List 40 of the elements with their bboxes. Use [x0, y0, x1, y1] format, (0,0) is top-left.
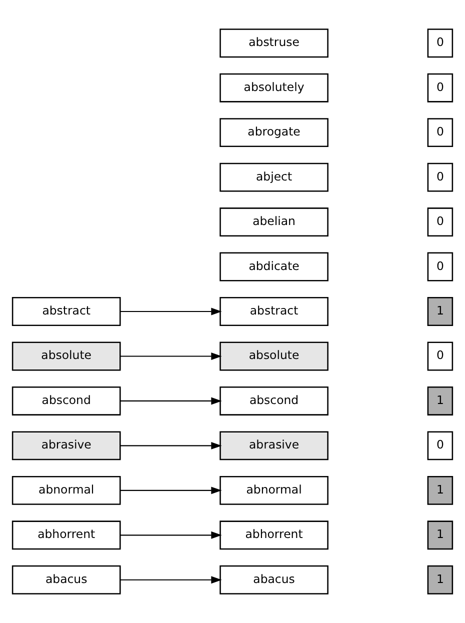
- node-box: abrasive: [12, 431, 121, 460]
- node-box: abrogate: [220, 118, 328, 148]
- node-box: absolute: [220, 342, 328, 371]
- node-box: 1: [427, 297, 454, 326]
- arrow: [120, 352, 222, 360]
- node-box: 1: [427, 386, 454, 416]
- node-box: abscond: [220, 386, 328, 416]
- node-box: abstruse: [220, 28, 328, 58]
- node-box: abrasive: [220, 431, 328, 460]
- arrow: [120, 486, 222, 494]
- node-box: abhorrent: [220, 520, 328, 550]
- node-box: abacus: [12, 565, 121, 594]
- node-box: abelian: [220, 208, 328, 237]
- node-box: abscond: [12, 386, 121, 416]
- node-box: 1: [427, 565, 454, 594]
- node-box: 0: [427, 28, 454, 58]
- arrow: [120, 531, 222, 539]
- node-box: 0: [427, 208, 454, 237]
- node-box: 0: [427, 431, 454, 460]
- node-box: 0: [427, 162, 454, 192]
- node-box: abstract: [12, 297, 121, 326]
- node-box: 0: [427, 73, 454, 102]
- node-box: abstract: [220, 297, 328, 326]
- node-box: absolutely: [220, 73, 328, 102]
- node-box: abhorrent: [12, 520, 121, 550]
- arrow: [120, 397, 222, 405]
- node-box: abnormal: [220, 476, 328, 505]
- arrow: [120, 576, 222, 584]
- node-box: abject: [220, 162, 328, 192]
- node-box: abnormal: [12, 476, 121, 505]
- node-box: 0: [427, 252, 454, 282]
- node-box: absolute: [12, 342, 121, 371]
- node-box: 0: [427, 118, 454, 148]
- node-box: abacus: [220, 565, 328, 594]
- node-box: 0: [427, 342, 454, 371]
- arrow: [120, 442, 222, 450]
- arrow: [120, 308, 222, 316]
- node-box: 1: [427, 476, 454, 505]
- node-box: abdicate: [220, 252, 328, 282]
- node-box: 1: [427, 520, 454, 550]
